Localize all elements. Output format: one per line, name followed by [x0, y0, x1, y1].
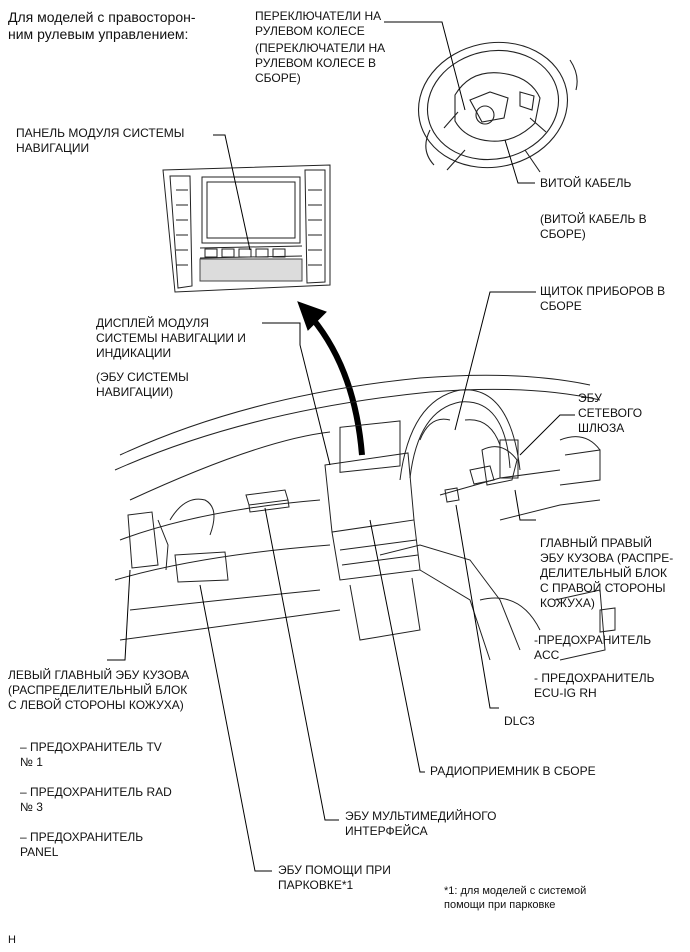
label-fuse-acc: -ПРЕДОХРАНИТЕЛЬ ACC	[534, 633, 652, 662]
label-steering-pad-switches: ПЕРЕКЛЮЧАТЕЛИ НА РУЛЕВОМ КОЛЕСЕ	[255, 9, 382, 38]
label-navigation-display: ДИСПЛЕЙ МОДУЛЯ СИСТЕМЫ НАВИГАЦИИ И ИНДИК…	[96, 316, 246, 360]
label-combination-meter: ЩИТОК ПРИБОРОВ В СБОРЕ	[540, 284, 666, 313]
footnote: *1: для моделей с системой помощи при па…	[444, 885, 587, 911]
arrow-head	[297, 301, 327, 331]
label-spiral-cable-assy: (ВИТОЙ КАБЕЛЬ В СБОРЕ)	[540, 212, 647, 241]
label-spiral-cable: ВИТОЙ КАБЕЛЬ	[540, 176, 632, 190]
dashboard-drawing	[114, 374, 616, 661]
label-fuse-ecu-ig-rh: - ПРЕДОХРАНИТЕЛЬ ECU-IG RH	[534, 671, 655, 700]
label-gateway-ecu: ЭБУ СЕТЕВОГО ШЛЮЗА	[578, 391, 643, 435]
label-steering-pad-switches-assy: (ПЕРЕКЛЮЧАТЕЛИ НА РУЛЕВОМ КОЛЕСЕ В СБОРЕ…	[255, 41, 386, 85]
label-navigation-panel: ПАНЕЛЬ МОДУЛЯ СИСТЕМЫ НАВИГАЦИИ	[16, 126, 185, 155]
label-main-body-ecu-rh: ГЛАВНЫЙ ПРАВЫЙ ЭБУ КУЗОВА (РАСПРЕ- ДЕЛИТ…	[540, 536, 674, 610]
figure-code: H	[8, 934, 16, 946]
label-fuse-panel: – ПРЕДОХРАНИТЕЛЬ PANEL	[20, 830, 144, 859]
rhd-note: Для моделей с правосторон- ним рулевым у…	[8, 9, 196, 42]
steering-wheel-drawing	[417, 41, 578, 173]
label-fuse-rad: – ПРЕДОХРАНИТЕЛЬ RAD № 3	[20, 785, 172, 814]
label-dlc3: DLC3	[504, 714, 535, 728]
label-fuse-tv: – ПРЕДОХРАНИТЕЛЬ TV № 1	[20, 740, 162, 769]
label-parking-assist-ecu: ЭБУ ПОМОЩИ ПРИ ПАРКОВКЕ*1	[278, 863, 391, 892]
label-navigation-ecu: (ЭБУ СИСТЕМЫ НАВИГАЦИИ)	[96, 370, 189, 399]
upward-arrow	[309, 316, 365, 456]
label-main-body-ecu-lh: ЛЕВЫЙ ГЛАВНЫЙ ЭБУ КУЗОВА (РАСПРЕДЕЛИТЕЛЬ…	[8, 668, 190, 712]
leader-lines	[107, 21, 575, 872]
label-multimedia-ecu: ЭБУ МУЛЬТИМЕДИЙНОГО ИНТЕРФЕЙСА	[345, 809, 497, 838]
navigation-panel-drawing	[162, 164, 331, 293]
label-radio-receiver: РАДИОПРИЕМНИК В СБОРЕ	[430, 764, 596, 778]
